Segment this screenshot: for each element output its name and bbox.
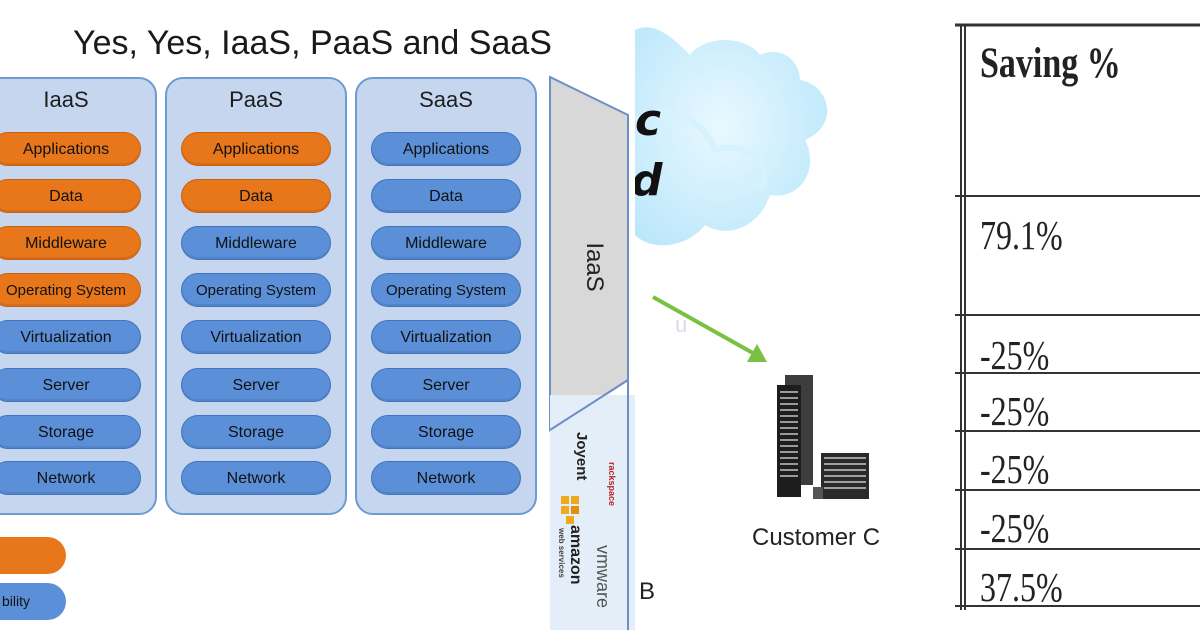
saving-table: Saving % 79.1% -25% -25% -25% -25% 37.5% <box>955 0 1200 630</box>
layer-data: Data <box>371 179 521 213</box>
column-header: PaaS <box>229 87 283 112</box>
svg-text:u: u <box>675 312 687 337</box>
layer-network: Network <box>0 461 141 495</box>
layer-data: Data <box>0 179 141 213</box>
table-row: 37.5% <box>980 564 1063 611</box>
table-row: -25% <box>980 388 1050 435</box>
layer-middleware: Middleware <box>0 226 141 260</box>
table-row: -25% <box>980 446 1050 493</box>
legend-label: bility <box>2 593 31 609</box>
table-header: Saving % <box>980 40 1121 88</box>
cloud-customer-diagram: c d u Customer C B <box>635 0 955 630</box>
layer-network: Network <box>181 461 331 495</box>
layer-virtualization: Virtualization <box>371 320 521 354</box>
column-header: IaaS <box>43 87 89 112</box>
diagram-title: Yes, Yes, IaaS, PaaS and SaaS <box>73 24 552 62</box>
layer-storage: Storage <box>181 415 331 449</box>
joyent-logo: Joyent <box>573 432 590 481</box>
layer-operating-system: Operating System <box>371 273 521 307</box>
layer-operating-system: Operating System <box>0 273 141 307</box>
table-row: 79.1% <box>980 212 1063 259</box>
layer-network: Network <box>371 461 521 495</box>
layer-applications: Applications <box>0 132 141 166</box>
layer-storage: Storage <box>0 415 141 449</box>
customer-c-label: Customer C <box>752 524 881 551</box>
legend-managed-by-you <box>0 537 66 574</box>
layer-applications: Applications <box>371 132 521 166</box>
layer-virtualization: Virtualization <box>0 320 141 354</box>
arrow-icon: u <box>652 295 767 362</box>
cloud-letter-d: d <box>635 155 663 206</box>
layer-data: Data <box>181 179 331 213</box>
cloud-letter-c: c <box>635 95 662 146</box>
amazon-logo: amazon <box>567 525 584 585</box>
layer-storage: Storage <box>371 415 521 449</box>
side-label-iaas: IaaS <box>581 242 608 292</box>
layer-virtualization: Virtualization <box>181 320 331 354</box>
table-row: -25% <box>980 505 1050 552</box>
layer-server: Server <box>371 368 521 402</box>
vmware-logo: vmware <box>593 545 613 609</box>
cloud-shape <box>635 27 828 246</box>
table-grid <box>955 23 1200 610</box>
table-row: -25% <box>980 332 1050 379</box>
rackspace-logo: rackspace <box>607 462 617 507</box>
legend-managed-by-vendor <box>0 583 66 620</box>
aws-logo-subtext: web services <box>557 528 566 578</box>
amazon-cubes-icon <box>561 496 579 524</box>
service-models-diagram: Yes, Yes, IaaS, PaaS and SaaS IaaS Applic… <box>0 24 635 630</box>
layer-server: Server <box>181 368 331 402</box>
layer-applications: Applications <box>181 132 331 166</box>
layer-operating-system: Operating System <box>181 273 331 307</box>
column-header: SaaS <box>419 87 473 112</box>
layer-middleware: Middleware <box>371 226 521 260</box>
layer-middleware: Middleware <box>181 226 331 260</box>
building-icon <box>777 375 869 499</box>
layer-server: Server <box>0 368 141 402</box>
customer-b-label-fragment: B <box>639 578 656 605</box>
